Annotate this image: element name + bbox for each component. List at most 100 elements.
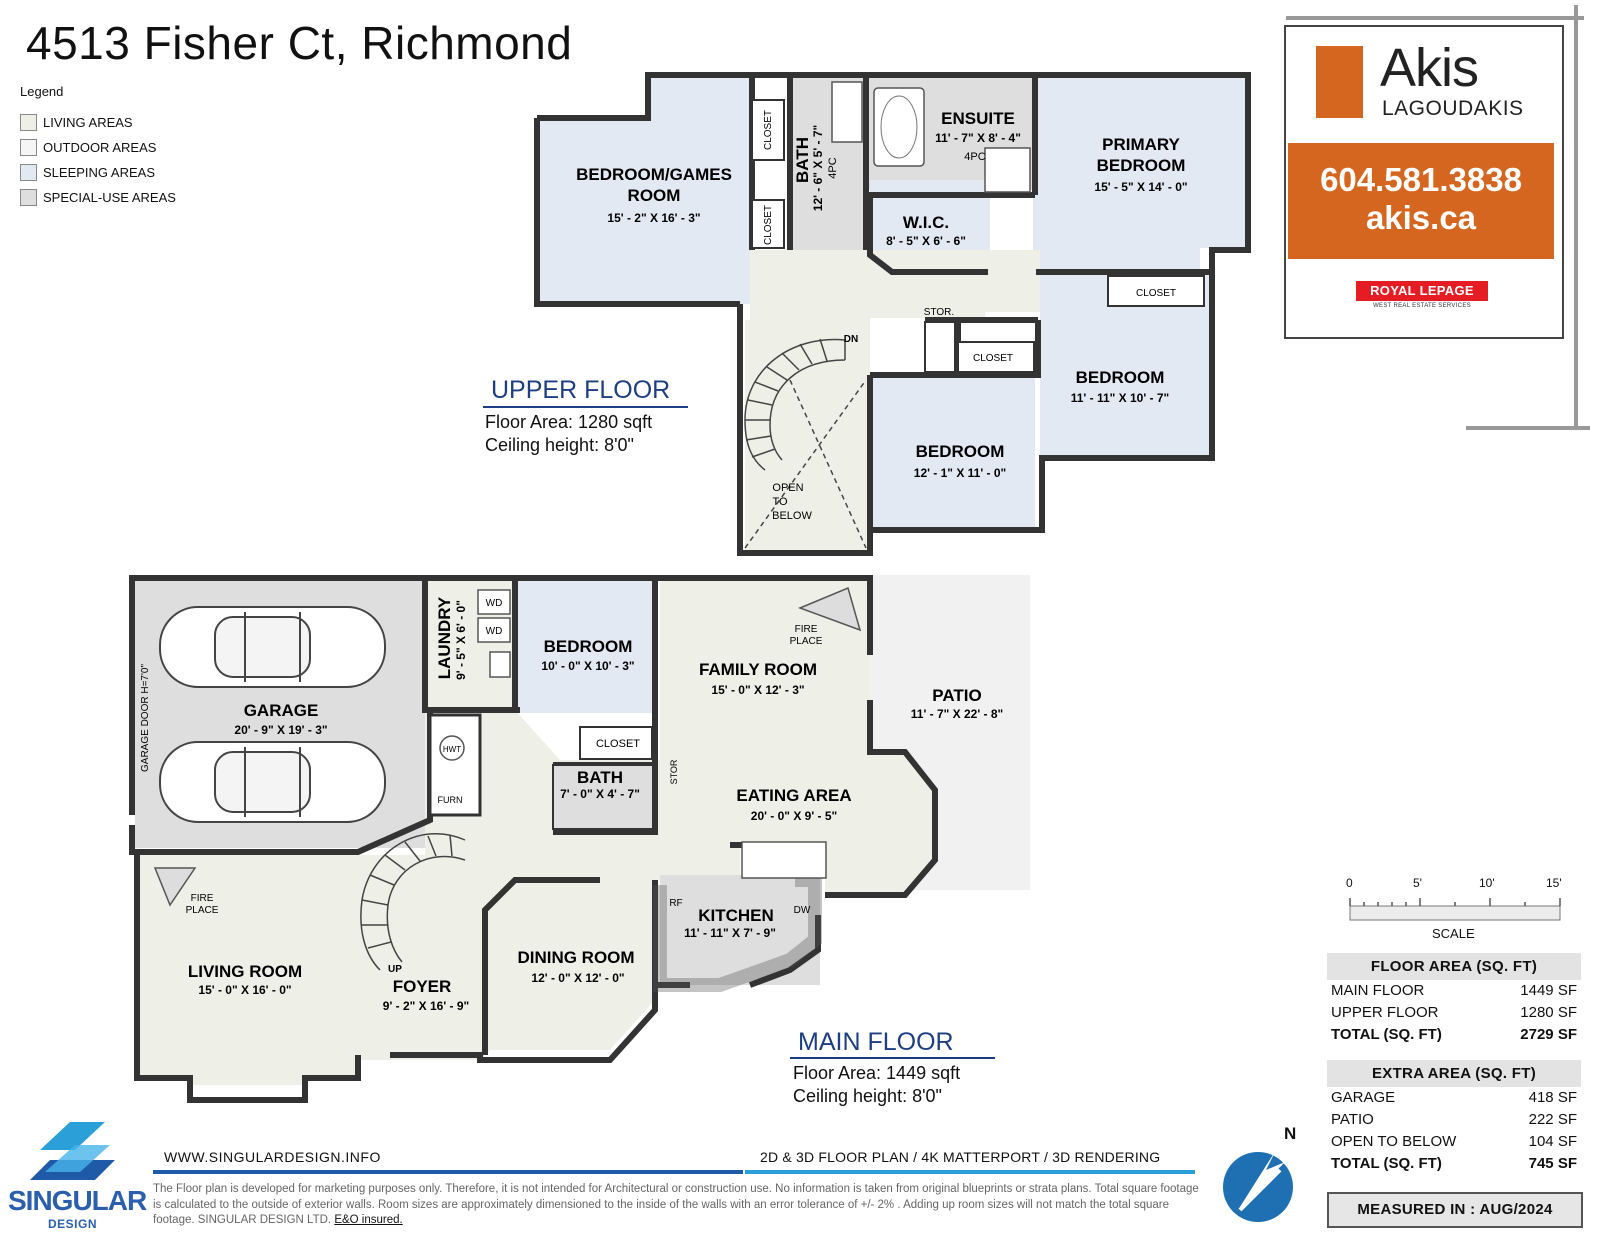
row-value: 104 SF: [1528, 1133, 1577, 1150]
scale-bar: [1349, 898, 1561, 921]
ensuite-tub: [873, 87, 925, 167]
washer-2: [477, 617, 511, 643]
ensuite-label: ENSUITE: [941, 109, 1015, 128]
row-value: 1280 SF: [1520, 1004, 1577, 1021]
legend-item-living: LIVING AREAS: [20, 110, 176, 135]
dining-room-dim: 12' - 0" X 12' - 0": [531, 971, 624, 985]
legend-label: LIVING AREAS: [43, 115, 133, 130]
eo-insured: E&O insured.: [334, 1214, 403, 1226]
games-room-label-1: BEDROOM/GAMES: [576, 165, 732, 184]
patio-dim: 11' - 7" X 22' - 8": [911, 707, 1003, 721]
foyer-dim: 9' - 2" X 16' - 9": [383, 999, 469, 1013]
footer-brand-sub: DESIGN: [48, 1217, 98, 1231]
footer-services: 2D & 3D FLOOR PLAN / 4K MATTERPORT / 3D …: [760, 1149, 1161, 1165]
fireplace-family: [797, 586, 862, 632]
bath-main-dim: 7' - 0" X 4' - 7": [560, 787, 640, 801]
bedroom-games-fill: [537, 75, 750, 304]
garage-dim: 20' - 9" X 19' - 3": [234, 723, 327, 737]
car-2: [159, 741, 386, 823]
legend-label: OUTDOOR AREAS: [43, 140, 157, 155]
legend-label: SPECIAL-USE AREAS: [43, 190, 176, 205]
singular-design-logo-icon: [30, 1122, 115, 1180]
ensuite-tub-basin: [880, 95, 918, 159]
footer-url[interactable]: WWW.SINGULARDESIGN.INFO: [164, 1149, 381, 1165]
furn-label: FURN: [438, 795, 463, 805]
agent-card: Akis LAGOUDAKIS 604.581.3838 akis.ca ROY…: [1284, 25, 1564, 339]
bedroom-main-fill: [515, 578, 652, 713]
closet-main-box: [579, 726, 653, 760]
upper-stair: [744, 338, 867, 549]
legend-title: Legend: [20, 84, 64, 99]
bath-upper-label: BATH: [793, 137, 812, 183]
bedroom-mid-fill: [870, 375, 1035, 530]
bedroom-right-fill: [1040, 272, 1210, 455]
legend-label: SLEEPING AREAS: [43, 165, 155, 180]
open-label-1: OPEN: [772, 482, 803, 494]
bedroom-main-dim: 10' - 0" X 10' - 3": [541, 659, 634, 673]
scale-label: SCALE: [1432, 926, 1475, 941]
closet-c-label: CLOSET: [973, 353, 1013, 364]
garage-label: GARAGE: [244, 701, 319, 720]
garage-door-label: GARAGE DOOR H=7'0": [140, 664, 151, 772]
sign-post: [1286, 5, 1590, 430]
dw-label: DW: [794, 905, 811, 916]
fireplace-living: [153, 867, 197, 907]
footer-bar-cyan: [745, 1170, 1195, 1174]
upper-room-labels: BEDROOM/GAMES ROOM 15' - 2" X 16' - 3" C…: [576, 109, 1187, 522]
disclaimer-text: The Floor plan is developed for marketin…: [153, 1183, 1199, 1226]
washer-1: [477, 589, 511, 615]
table-total-row: TOTAL (SQ. FT)745 SF: [1327, 1153, 1581, 1175]
hwt-label: HWT: [443, 745, 461, 754]
fireplace-living-label-1: FIRE: [191, 893, 214, 904]
laundry-sink: [489, 651, 511, 678]
fireplace-living-label-2: PLACE: [186, 905, 219, 916]
bedroom-main-label: BEDROOM: [544, 637, 633, 656]
primary-bedroom-label-1: PRIMARY: [1102, 135, 1180, 154]
closet-a-box: [751, 99, 785, 161]
stair-open-fill: [745, 320, 870, 550]
closet-b-label: CLOSET: [763, 205, 774, 245]
agent-contact-band: 604.581.3838 akis.ca: [1288, 143, 1554, 259]
legend-swatch: [20, 189, 37, 206]
row-label: GARAGE: [1331, 1089, 1396, 1106]
main-floor-plan: [129, 575, 1030, 1103]
games-room-dim: 15' - 2" X 16' - 3": [607, 211, 700, 225]
kitchen-counter: [653, 873, 822, 992]
kitchen-dim: 11' - 11" X 7' - 9": [684, 926, 776, 940]
scale-tick-10: 10': [1479, 876, 1495, 890]
bedroom-mid-label: BEDROOM: [916, 442, 1005, 461]
legend-swatch: [20, 114, 37, 131]
closet-b-box: [751, 199, 785, 249]
wic-fill: [870, 180, 990, 268]
foyer-label: FOYER: [393, 977, 452, 996]
wd-1-label: WD: [486, 598, 503, 609]
total-value: 2729 SF: [1520, 1026, 1577, 1043]
kitchen-label: KITCHEN: [698, 906, 774, 925]
family-room-label: FAMILY ROOM: [699, 660, 817, 679]
bathtub-upper: [831, 81, 863, 143]
compass-north-label: N: [1284, 1124, 1297, 1143]
row-value: 1449 SF: [1520, 982, 1577, 999]
primary-bedroom-label-2: BEDROOM: [1097, 156, 1186, 175]
closet-d-label: CLOSET: [1136, 288, 1176, 299]
hwt-tank: [439, 735, 465, 761]
row-label: OPEN TO BELOW: [1331, 1133, 1457, 1150]
upper-floor-rule: [483, 406, 688, 408]
open-label-2: TO: [772, 496, 788, 508]
car-1: [159, 606, 386, 688]
brokerage-subtitle: WEST REAL ESTATE SERVICES: [1373, 303, 1471, 309]
closet-c-box: [957, 341, 1035, 373]
ensuite-pc: 4PC: [964, 151, 985, 163]
hwt-box: [428, 713, 482, 817]
legend: LIVING AREAS OUTDOOR AREAS SLEEPING AREA…: [20, 110, 176, 210]
legend-swatch: [20, 139, 37, 156]
stor-main-label: STOR: [669, 759, 679, 784]
ensuite-shower: [984, 147, 1031, 193]
main-floor-ceiling: Ceiling height: 8'0": [793, 1086, 942, 1106]
table-total-row: TOTAL (SQ. FT)2729 SF: [1327, 1024, 1581, 1046]
